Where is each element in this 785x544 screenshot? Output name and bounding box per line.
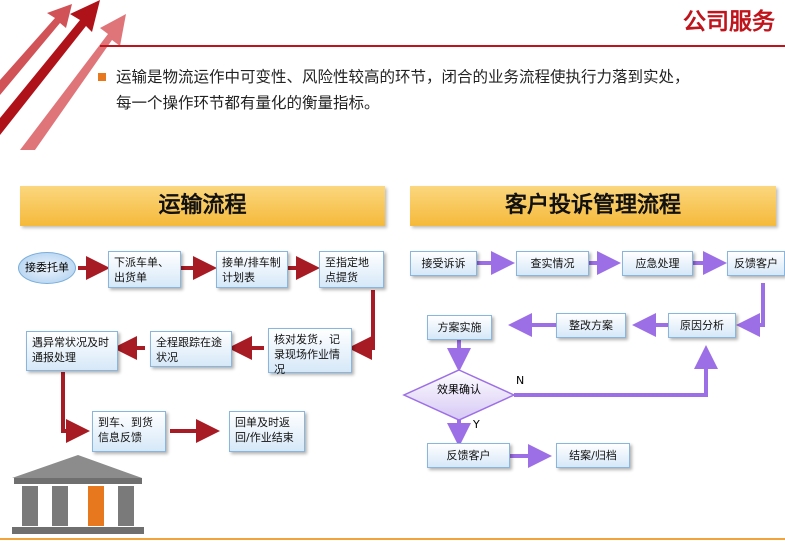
decision-label: 效果确认 xyxy=(437,383,481,396)
step-implement-plan: 方案实施 xyxy=(427,315,492,340)
step-verify-facts: 查实情况 xyxy=(516,251,589,276)
arrow-t7 xyxy=(61,372,90,443)
step-accept-complaint: 接受诉诉 xyxy=(410,251,477,276)
step-tracking: 全程跟踪在途状况 xyxy=(150,331,232,367)
step-receive-order: 接委托单 xyxy=(18,252,76,284)
intro-text: 运输是物流运作中可变性、风险性较高的环节，闭合的业务流程使执行力落到实处， 每一… xyxy=(116,64,781,116)
arrow-c8-no xyxy=(514,345,718,397)
step-root-cause: 原因分析 xyxy=(668,313,736,338)
transport-flow-title: 运输流程 xyxy=(20,186,385,226)
decorative-arrows xyxy=(0,0,126,150)
page-title: 公司服务 xyxy=(683,9,775,35)
step-close-archive: 结案/归档 xyxy=(556,443,630,468)
decision-diamond xyxy=(402,369,516,421)
step-emergency: 应急处理 xyxy=(622,251,693,276)
step-schedule-plan: 接单/排车制计划表 xyxy=(216,251,288,288)
step-dispatch-order: 下派车单、出货单 xyxy=(108,251,181,288)
step-pickup: 至指定地点提货 xyxy=(319,251,384,288)
intro-line-1: 运输是物流运作中可变性、风险性较高的环节，闭合的业务流程使执行力落到实处， xyxy=(116,68,690,86)
bottom-divider xyxy=(0,538,785,540)
step-exception-report: 遇异常状况及时通报处理 xyxy=(26,331,118,371)
bullet-icon xyxy=(98,73,106,81)
intro-line-2: 每一个操作环节都有量化的衡量指标。 xyxy=(116,94,380,112)
arrow-t4 xyxy=(348,290,375,360)
no-branch-label: N xyxy=(516,374,525,387)
step-feedback-customer-final: 反馈客户 xyxy=(427,443,510,468)
complaint-arrows xyxy=(447,251,765,468)
yes-branch-label: Y xyxy=(473,418,480,431)
step-corrective-plan: 整改方案 xyxy=(556,313,626,338)
transport-arrows xyxy=(61,256,375,443)
step-return-receipt: 回单及时返回/作业结束 xyxy=(229,411,305,452)
step-arrival-feedback: 到车、到货信息反馈 xyxy=(92,411,166,452)
title-divider xyxy=(100,45,785,47)
arrow-c4 xyxy=(736,283,765,337)
complaint-flow-title: 客户投诉管理流程 xyxy=(410,186,776,226)
step-verify-shipment: 核对发货，记录现场作业情况 xyxy=(268,328,352,376)
step-feedback-customer: 反馈客户 xyxy=(727,251,785,276)
